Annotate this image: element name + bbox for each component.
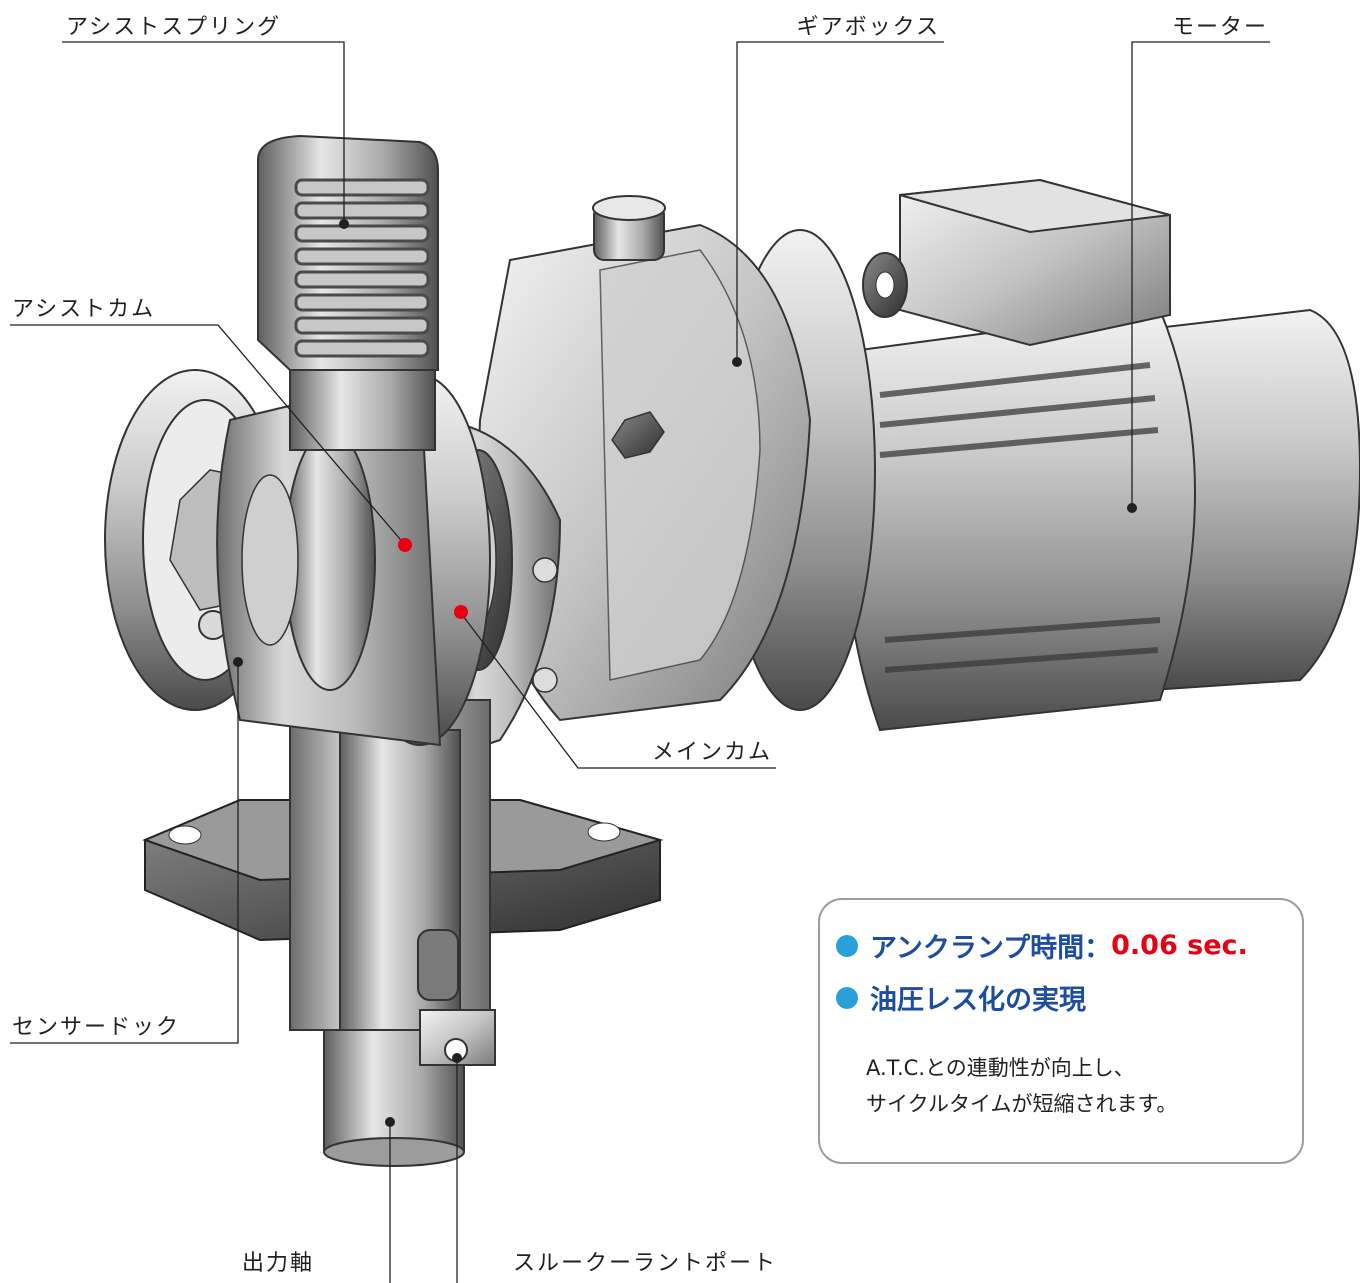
leader-gearbox bbox=[736, 41, 944, 362]
unclamp-label: アンクランプ時間： bbox=[870, 933, 1112, 964]
label-assist-spring: アシストスプリング bbox=[66, 15, 281, 40]
leader-assist-spring bbox=[62, 41, 345, 224]
machine-illustration bbox=[104, 134, 1360, 1167]
leader-lines bbox=[10, 41, 1270, 1283]
feature-unclamp-time: アンクランプ時間：0.06 sec. bbox=[836, 926, 1248, 965]
dot-main-cam bbox=[454, 605, 468, 619]
label-assist-cam: アシストカム bbox=[12, 297, 155, 322]
callout-dots bbox=[233, 219, 1137, 1127]
dot-through-coolant-port bbox=[452, 1053, 462, 1063]
description-line-1: A.T.C.との連動性が向上し、 bbox=[866, 1056, 1135, 1080]
leader-sensor-dock bbox=[10, 662, 239, 1044]
hydraulic-less-text: 油圧レス化の実現 bbox=[870, 985, 1086, 1016]
bullet-dot bbox=[836, 986, 858, 1009]
dot-output-shaft bbox=[385, 1117, 395, 1127]
dot-gearbox bbox=[732, 357, 742, 367]
label-motor: モーター bbox=[1172, 15, 1268, 40]
part-labels: アシストスプリング ギアボックス モーター アシストカム メインカム センサード… bbox=[12, 15, 1268, 1276]
leader-main-cam bbox=[459, 611, 776, 769]
label-sensor-dock: センサードック bbox=[12, 1015, 180, 1040]
dot-assist-cam bbox=[398, 538, 412, 552]
label-output-shaft: 出力軸 bbox=[242, 1251, 314, 1276]
label-main-cam: メインカム bbox=[652, 740, 772, 765]
leader-motor bbox=[1131, 41, 1270, 508]
dot-sensor-dock bbox=[233, 657, 243, 667]
dot-motor bbox=[1127, 503, 1137, 513]
unclamp-value: 0.06 sec. bbox=[1111, 930, 1248, 961]
description-line-2: サイクルタイムが短縮されます。 bbox=[866, 1092, 1178, 1116]
leader-assist-cam bbox=[10, 324, 406, 546]
label-through-coolant-port: スルークーラントポート bbox=[513, 1251, 777, 1276]
bullet-dot bbox=[836, 934, 858, 957]
feature-info-box: アンクランプ時間：0.06 sec. 油圧レス化の実現 A.T.C.との連動性が… bbox=[818, 898, 1304, 1164]
feature-hydraulic-less: 油圧レス化の実現 bbox=[836, 978, 1086, 1017]
feature-description: A.T.C.との連動性が向上し、 サイクルタイムが短縮されます。 bbox=[866, 1050, 1177, 1122]
dot-assist-spring bbox=[339, 219, 349, 229]
label-gearbox: ギアボックス bbox=[797, 15, 940, 40]
